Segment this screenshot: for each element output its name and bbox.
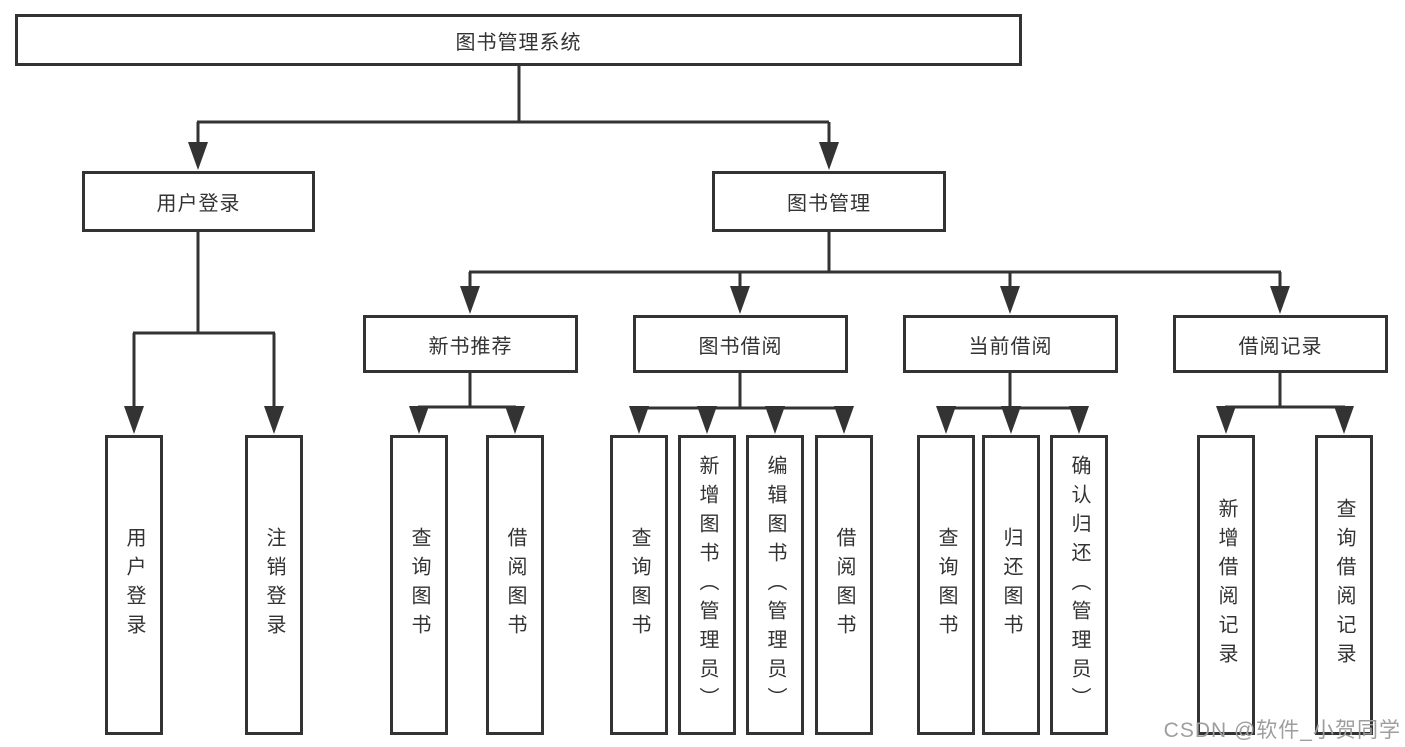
arrow-down-icon [1069,406,1089,434]
arrow-down-icon [1216,406,1236,434]
arrow-down-icon [1334,406,1354,434]
node-root: 图书管理系统 [15,14,1022,66]
arrow-down-icon [124,406,144,434]
leaf-borrow-query-books: 查询图书 [610,435,668,735]
leaf-label: 查询借阅记录 [1333,498,1355,672]
arrow-down-icon [505,406,525,434]
arrow-down-icon [936,406,956,434]
arrow-down-icon [697,406,717,434]
leaf-label: 查询图书 [408,527,430,643]
leaf-recommend-borrow-books: 借阅图书 [486,435,544,735]
leaf-label: 确认归还（管理员） [1068,454,1090,716]
leaf-label: 借阅图书 [833,527,855,643]
node-borrow-records: 借阅记录 [1173,315,1388,373]
arrow-down-icon [834,406,854,434]
leaf-label: 新增图书（管理员） [696,454,718,716]
leaf-records-query-record: 查询借阅记录 [1315,435,1373,735]
leaf-label: 借阅图书 [504,527,526,643]
node-book-management: 图书管理 [712,171,946,232]
node-user-login: 用户登录 [82,171,315,232]
arrow-down-icon [730,286,750,314]
leaf-borrow-edit-books-admin: 编辑图书（管理员） [746,435,804,735]
leaf-label: 用户登录 [123,527,145,643]
leaf-current-confirm-return-admin: 确认归还（管理员） [1050,435,1108,735]
leaf-recommend-query-books: 查询图书 [390,435,448,735]
leaf-current-return-books: 归还图书 [982,435,1040,735]
arrow-down-icon [765,406,785,434]
arrow-down-icon [188,142,208,170]
arrow-down-icon [264,406,284,434]
leaf-label: 注销登录 [263,527,285,643]
node-current-borrow: 当前借阅 [903,315,1118,373]
leaf-label: 查询图书 [935,527,957,643]
leaf-label: 新增借阅记录 [1215,498,1237,672]
node-new-book-recommend: 新书推荐 [363,315,578,373]
leaf-user-login: 用户登录 [105,435,163,735]
leaf-label: 查询图书 [628,527,650,643]
node-book-borrow: 图书借阅 [633,315,848,373]
arrowheads-group [124,142,1354,434]
arrow-down-icon [819,142,839,170]
arrow-down-icon [1270,286,1290,314]
leaf-label: 归还图书 [1000,527,1022,643]
arrow-down-icon [1001,406,1021,434]
arrow-down-icon [460,286,480,314]
leaf-label: 编辑图书（管理员） [764,454,786,716]
leaf-records-add-record: 新增借阅记录 [1197,435,1255,735]
arrow-down-icon [1000,286,1020,314]
leaf-borrow-add-books-admin: 新增图书（管理员） [678,435,736,735]
leaf-logout-login: 注销登录 [245,435,303,735]
csdn-watermark: CSDN @软件_小贺同学 [1163,719,1401,742]
arrow-down-icon [409,406,429,434]
leaf-borrow-borrow-books: 借阅图书 [815,435,873,735]
leaf-current-query-books: 查询图书 [917,435,975,735]
arrow-down-icon [629,406,649,434]
